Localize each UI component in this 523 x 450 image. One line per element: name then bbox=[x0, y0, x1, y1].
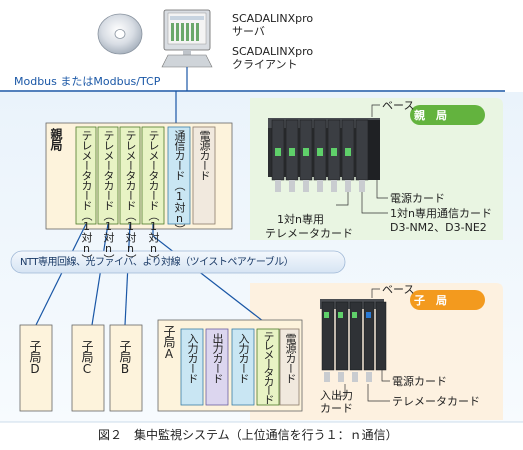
child-a-card-4 bbox=[256, 328, 280, 406]
client-role: クライアント bbox=[232, 58, 298, 71]
child-badge-label: 子 局 bbox=[414, 294, 447, 307]
parent-telemeter-label-2: テレメータカード bbox=[265, 227, 353, 240]
server-role: サーバ bbox=[232, 25, 265, 38]
child-c-box bbox=[71, 324, 105, 412]
network-label: NTT専用回線、光ファイバ、より対線（ツイストペアケーブル） bbox=[20, 257, 294, 268]
parent-telemeter-label-1: 1対n専用 bbox=[277, 213, 324, 226]
parent-card-6-label: 電源カード bbox=[198, 130, 211, 180]
parent-card-1-label: テレメータカード（1対n） bbox=[80, 130, 93, 264]
child-leader-lines bbox=[336, 288, 390, 402]
child-d-box bbox=[19, 324, 53, 412]
child-a-card-5 bbox=[279, 328, 300, 406]
child-a-card-4-label: テレメータカード bbox=[262, 331, 275, 403]
figure-caption: 図２ 集中監視システム（上位通信を行う１：ｎ通信） bbox=[98, 428, 398, 442]
child-b-title: 子局B bbox=[118, 340, 132, 375]
parent-card-5 bbox=[167, 126, 191, 225]
bus-label: Modbus またはModbus/TCP bbox=[14, 75, 161, 88]
parent-card-2-label: テレメータカード（1対n） bbox=[102, 130, 115, 264]
child-telemeter-label: テレメータカード bbox=[392, 395, 480, 408]
server-name: SCADALINXpro bbox=[232, 12, 314, 25]
parent-comm-label-2: D3-NM2、D3-NE2 bbox=[390, 221, 487, 234]
child-io-label-2: カード bbox=[320, 402, 353, 415]
child-a-card-2-label: 出力カード bbox=[211, 333, 224, 383]
parent-card-5-label: 通信カード（1対n） bbox=[173, 130, 186, 234]
parent-badge-label: 親 局 bbox=[414, 109, 447, 122]
parent-card-4-label: テレメータカード（1対n） bbox=[147, 130, 160, 264]
parent-badge bbox=[410, 105, 485, 125]
network-pill bbox=[10, 250, 346, 274]
child-a-card-3-label: 入力カード bbox=[237, 333, 250, 383]
child-device-image bbox=[320, 299, 387, 382]
parent-title: 親局 bbox=[49, 128, 63, 150]
child-io-label-1: 入出力 bbox=[320, 389, 353, 402]
child-a-card-2 bbox=[205, 328, 229, 406]
child-a-card-3 bbox=[231, 328, 255, 406]
child-c-title: 子局C bbox=[80, 340, 94, 375]
cd-icon bbox=[97, 13, 143, 55]
parent-leader-lines bbox=[336, 104, 388, 214]
child-a-card-1-label: 入力カード bbox=[186, 333, 199, 383]
monitor-icon bbox=[161, 9, 213, 68]
child-b-box bbox=[109, 324, 143, 412]
telemetry-lines bbox=[35, 223, 269, 326]
parent-device-image bbox=[268, 118, 380, 192]
client-name: SCADALINXpro bbox=[232, 45, 314, 58]
parent-base-label: ベース bbox=[382, 99, 415, 112]
child-a-card-5-label: 電源カード bbox=[284, 333, 297, 383]
parent-comm-label-1: 1対n専用通信カード bbox=[390, 207, 492, 220]
child-base-label: ベース bbox=[382, 283, 415, 296]
child-a-card-1 bbox=[180, 328, 204, 406]
child-power-label: 電源カード bbox=[392, 375, 447, 388]
child-d-title: 子局D bbox=[28, 340, 42, 375]
child-a-title: 子局A bbox=[162, 325, 176, 360]
parent-card-6 bbox=[192, 126, 216, 225]
child-badge bbox=[410, 290, 485, 310]
parent-power-label: 電源カード bbox=[390, 192, 445, 205]
parent-card-3-label: テレメータカード（1対n） bbox=[124, 130, 137, 264]
